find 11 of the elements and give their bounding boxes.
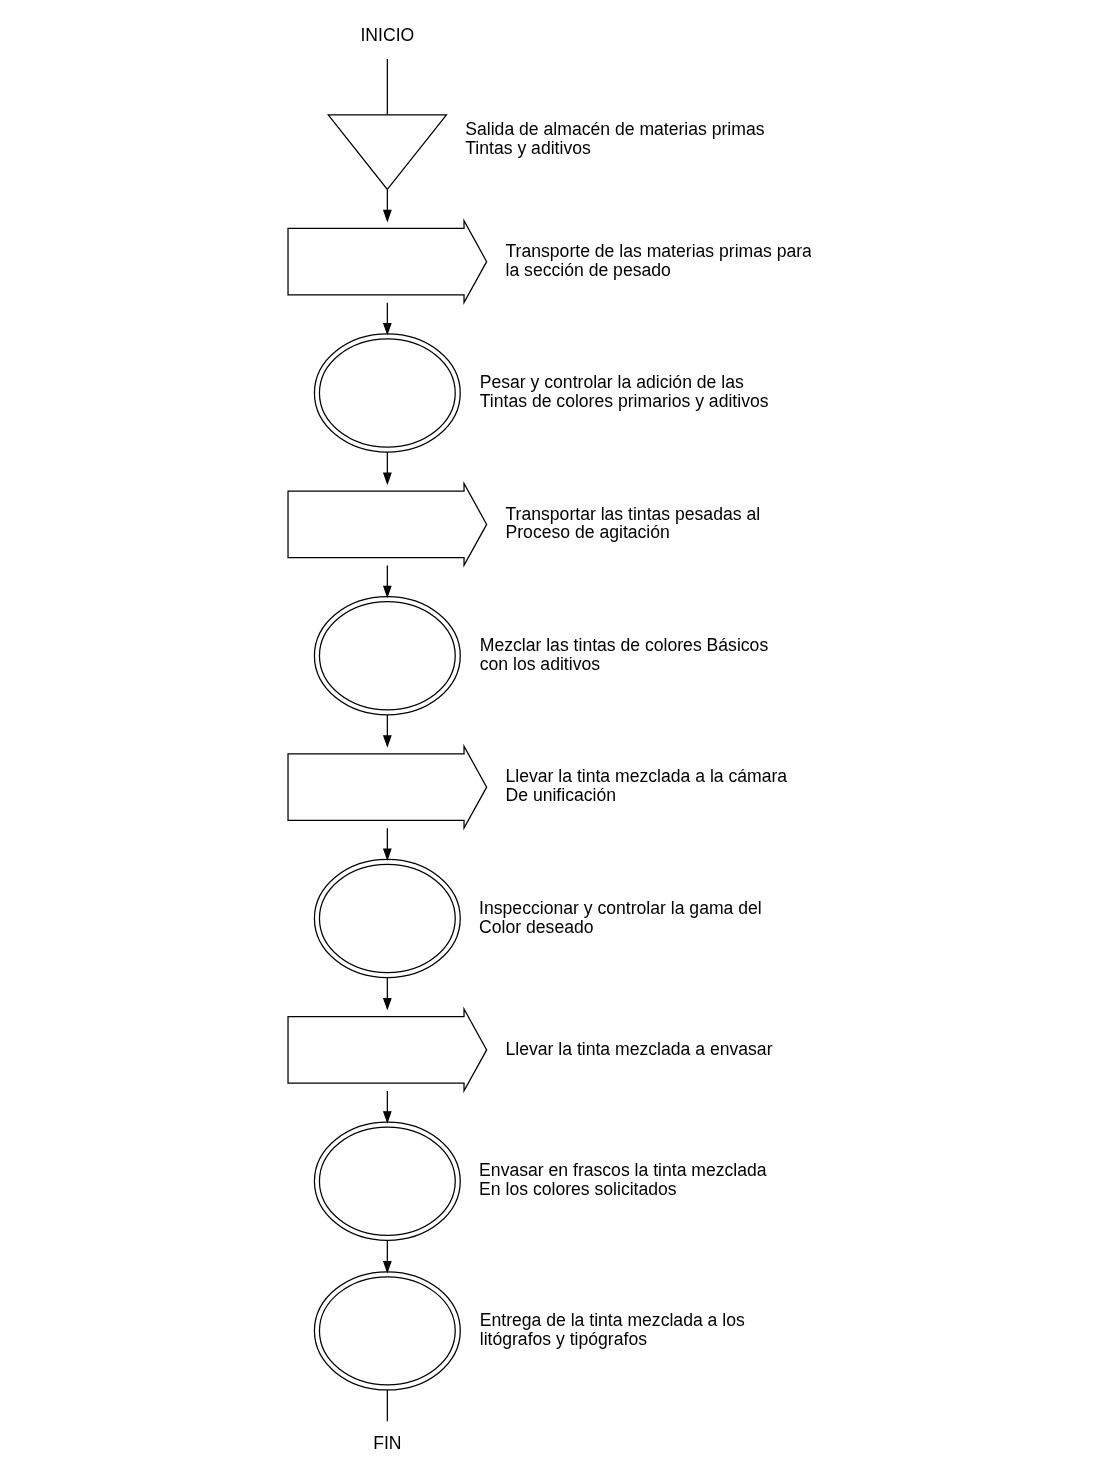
node-text: FIN	[372, 1432, 402, 1453]
node-label: Envasar en frascos la tinta mezclada En los colores solicitados	[478, 1160, 767, 1200]
node-label: Llevar la tinta mezclada a la cámara De unificación	[505, 766, 787, 806]
node-label: Pesar y controlar la adición de las Tintas de colores primarios y aditivos	[479, 372, 769, 412]
node-label: Inspeccionar y controlar la gama del Color deseado	[478, 897, 762, 937]
node-label: Transportar las tintas pesadas al Proceso de agitación	[505, 503, 760, 543]
node-label: Salida de almacén de materias primas Tintas y aditivos	[464, 118, 765, 158]
node-label: Entrega de la tinta mezclada a los litógrafos y tipógrafos	[479, 1310, 745, 1349]
node-label: Llevar la tinta mezclada a envasar	[505, 1038, 772, 1059]
node-text: INICIO	[359, 24, 414, 45]
node-label: Mezclar las tintas de colores Básicos con los aditivos	[479, 634, 768, 674]
